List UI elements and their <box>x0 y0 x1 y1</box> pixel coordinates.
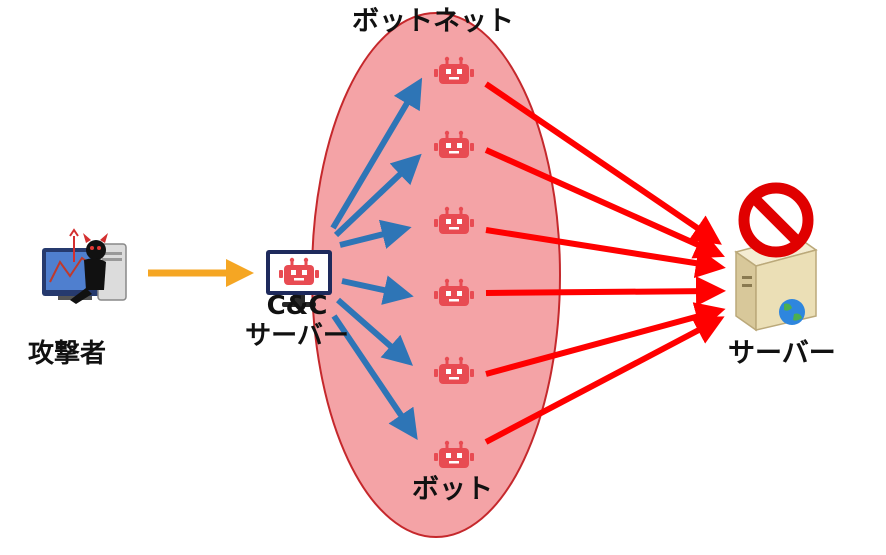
attack-arrow-6 <box>484 316 725 445</box>
cc-server-label: C&C サーバー <box>242 291 352 352</box>
cc-server-label-line1: C&C <box>266 291 328 321</box>
botnet-label: ボットネット <box>352 6 514 37</box>
prohibited-icon <box>738 182 814 258</box>
hacker-at-computer-icon <box>42 228 127 304</box>
target-server-label: サーバー <box>728 338 836 369</box>
monitor-robot-icon <box>266 250 332 307</box>
command-arrow-1 <box>330 77 423 230</box>
attack-arrow-4 <box>485 276 726 307</box>
attack-arrows <box>484 81 726 445</box>
attack-arrow-5 <box>485 302 726 377</box>
command-arrow-3 <box>339 219 412 249</box>
attack-arrow-2 <box>484 147 725 259</box>
command-arrow-5 <box>336 297 414 366</box>
command-arrows <box>330 77 423 440</box>
attacker-label: 攻撃者 <box>28 339 107 369</box>
bot-label: ボット <box>412 474 493 505</box>
attack-arrow-3 <box>485 227 726 279</box>
cc-server-label-line2: サーバー <box>245 320 349 351</box>
command-arrow-4 <box>341 275 414 305</box>
command-arrow-6 <box>331 314 418 440</box>
attack-arrow-1 <box>484 81 722 245</box>
command-arrow-2 <box>333 153 422 238</box>
